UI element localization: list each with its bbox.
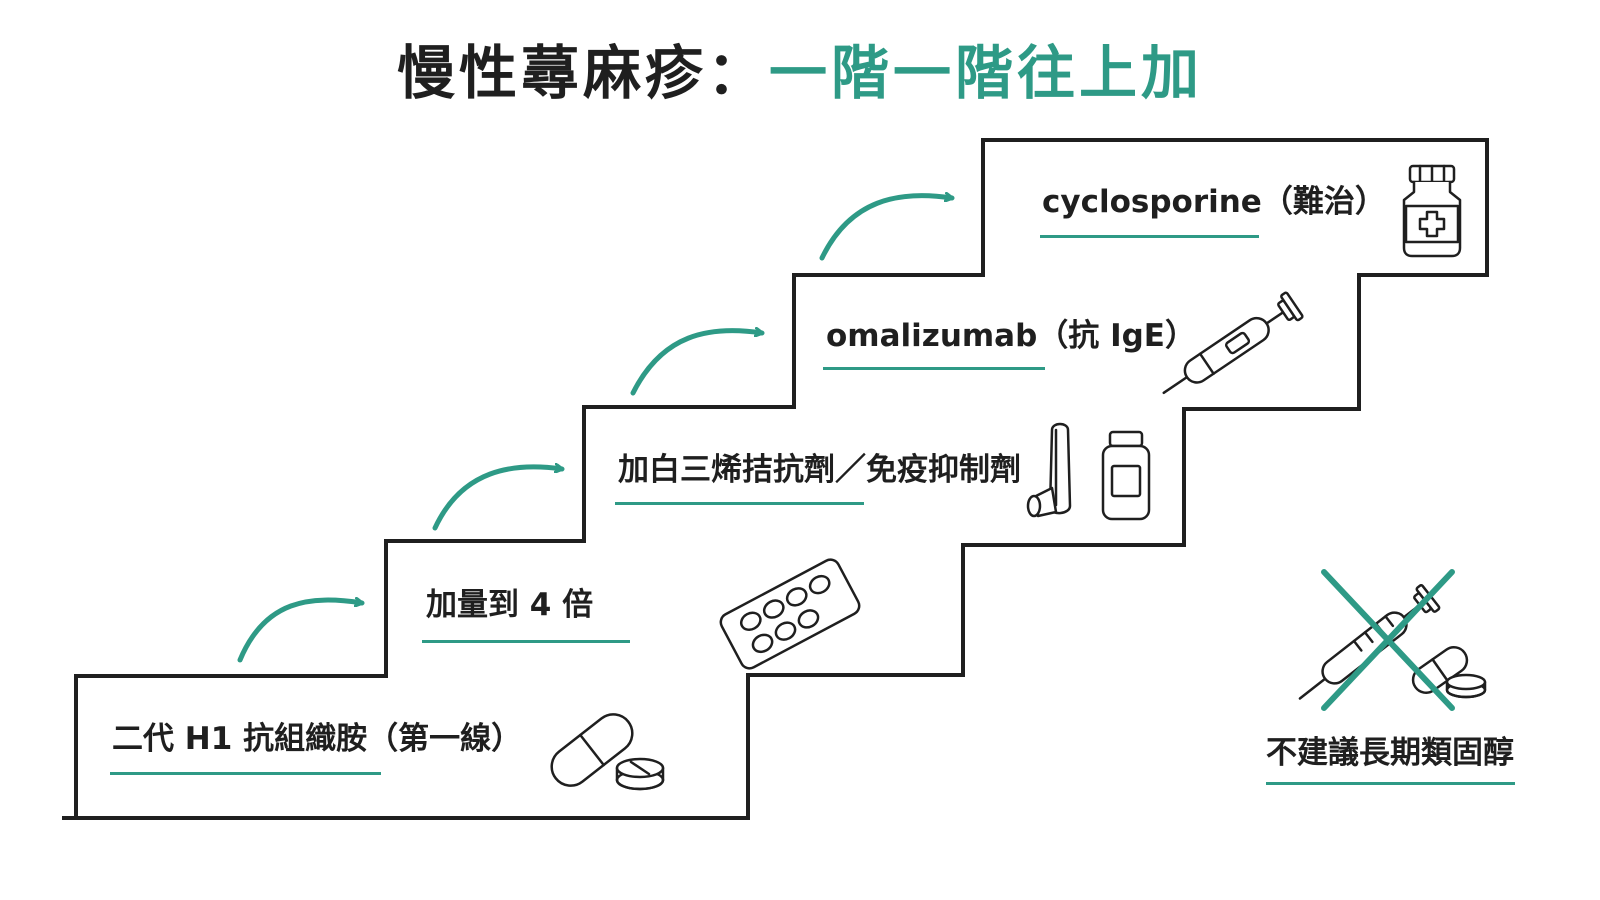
step-arrow-3 [630, 331, 765, 396]
title-main: 慢性蕁麻疹： [396, 39, 769, 107]
step-1-underline [110, 772, 381, 775]
step-5-underline [1040, 235, 1259, 238]
step-arrow-1 [237, 600, 365, 663]
step-arrow-4 [819, 196, 955, 261]
staircase-outline [62, 138, 1489, 820]
step-1-label: 二代 H1 抗組織胺（第一線） [112, 721, 523, 757]
blister-pack-icon [719, 558, 861, 670]
step-4-underline [823, 367, 1045, 370]
page-title: 慢性蕁麻疹：一階一階往上加 [0, 26, 1600, 110]
crossed-out-syringe-pills-icon [1298, 569, 1487, 711]
step-4-label: omalizumab（抗 IgE） [826, 318, 1196, 354]
inhaler-bottle-icon [1026, 422, 1151, 521]
step-5-label: cyclosporine（難治） [1042, 184, 1386, 220]
title-accent: 一階一階往上加 [769, 39, 1204, 107]
step-2-label: 加量到 4 倍 [426, 587, 594, 623]
step-2-underline [422, 640, 630, 643]
medicine-bottle-icon [1402, 164, 1462, 258]
warning-underline [1266, 782, 1515, 785]
syringe-icon [1162, 291, 1304, 395]
step-arrow-2 [432, 467, 565, 531]
step-3-label: 加白三烯拮抗劑／免疫抑制劑 [618, 452, 1021, 488]
step-3-underline [615, 502, 864, 505]
warning-label: 不建議長期類固醇 [1266, 735, 1514, 771]
pill-capsule-tablet-icon [550, 713, 665, 791]
